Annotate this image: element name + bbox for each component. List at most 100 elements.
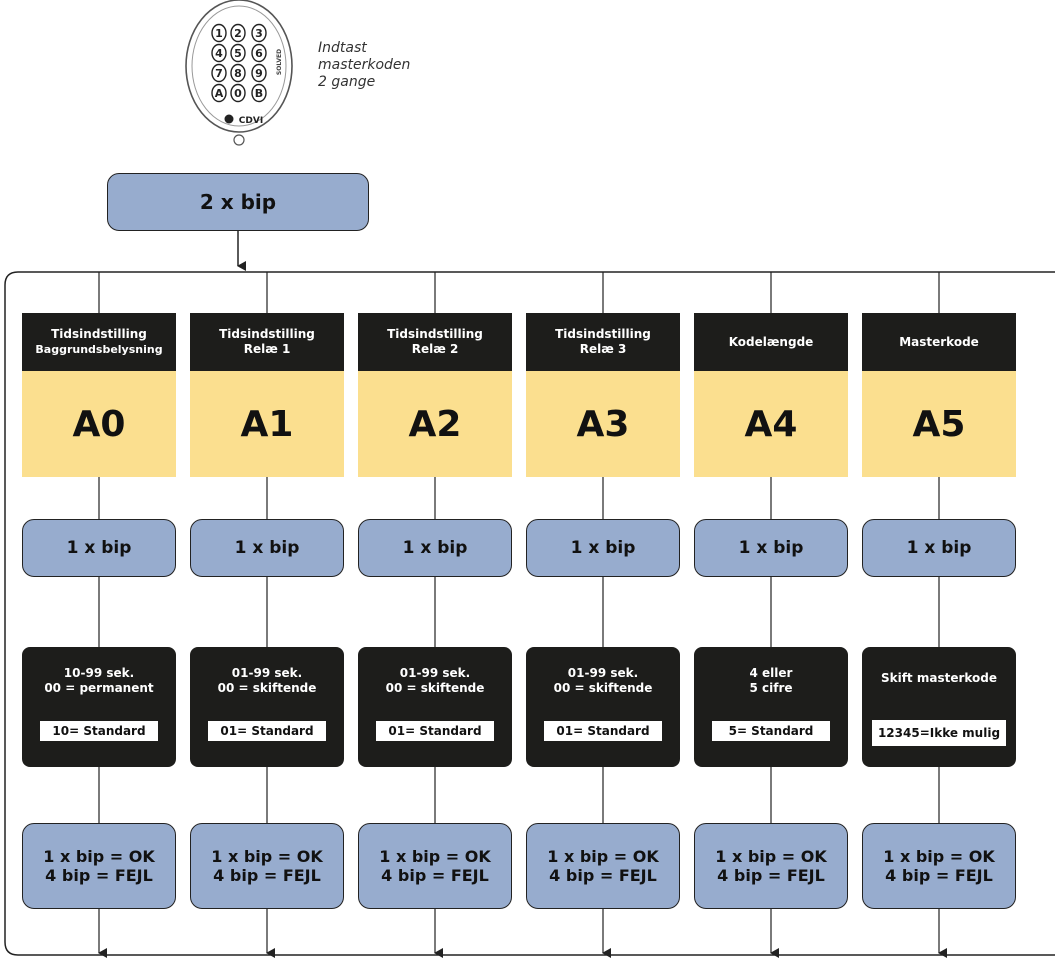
- menu-code: A3: [526, 371, 680, 477]
- default-value-label: 01= Standard: [376, 721, 494, 741]
- keypad-key-label: 1: [215, 27, 223, 40]
- result-line: 4 bip = FEJL: [549, 866, 657, 885]
- result-line: 4 bip = FEJL: [45, 866, 153, 885]
- menu-header-line: Relæ 2: [411, 342, 459, 356]
- start-bip-box: 2 x bip: [107, 173, 369, 231]
- flow-frame: [4, 271, 1055, 956]
- menu-header-line: Relæ 3: [579, 342, 627, 356]
- keypad-key: [251, 83, 267, 103]
- menu-header-line: Tidsindstilling: [387, 327, 483, 341]
- keypad-key: [230, 43, 246, 63]
- result-line: 4 bip = FEJL: [717, 866, 825, 885]
- keypad-key-label: 6: [255, 47, 263, 60]
- default-value-label: 5= Standard: [712, 721, 830, 741]
- confirm-bip-box: 1 x bip: [694, 519, 848, 577]
- option-line: 00 = skiftende: [385, 681, 485, 695]
- result-line: 1 x bip = OK: [547, 847, 659, 866]
- menu-header: Kodelængde: [694, 313, 848, 371]
- keypad-key-label: A: [215, 87, 224, 100]
- result-line: 1 x bip = OK: [43, 847, 155, 866]
- menu-code: A4: [694, 371, 848, 477]
- keypad-key-label: 4: [215, 47, 223, 60]
- keypad-key: [230, 23, 246, 43]
- menu-code: A0: [22, 371, 176, 477]
- keypad-key-label: 2: [234, 27, 242, 40]
- confirm-bip-box: 1 x bip: [526, 519, 680, 577]
- instruction-text: Indtast masterkoden 2 gange: [318, 40, 411, 90]
- menu-header-line: Baggrundsbelysning: [35, 343, 163, 356]
- keypad-key: [211, 43, 227, 63]
- keypad-key-label: 3: [255, 27, 263, 40]
- keypad-side-text: SOLVED: [276, 49, 283, 75]
- keypad-brand: CDVI: [239, 116, 263, 126]
- option-line: 5 cifre: [749, 681, 793, 695]
- confirm-bip-box: 1 x bip: [22, 519, 176, 577]
- keypad-key-label: 8: [234, 67, 242, 80]
- menu-header-line: Tidsindstilling: [219, 327, 315, 341]
- keypad-key: [230, 83, 246, 103]
- menu-code: A5: [862, 371, 1016, 477]
- menu-header-line: Tidsindstilling: [555, 327, 651, 341]
- option-line: 00 = skiftende: [553, 681, 653, 695]
- menu-header-line: Relæ 1: [243, 342, 291, 356]
- keypad-key: [211, 83, 227, 103]
- option-line: 01-99 sek.: [567, 666, 639, 680]
- option-line: 10-99 sek.: [63, 666, 135, 680]
- keypad-key-label: B: [255, 87, 263, 100]
- option-line: 00 = permanent: [44, 681, 154, 695]
- result-line: 4 bip = FEJL: [381, 866, 489, 885]
- keypad-key: [251, 23, 267, 43]
- option-line: 01-99 sek.: [231, 666, 303, 680]
- option-line: 01-99 sek.: [399, 666, 471, 680]
- keypad-key: [211, 63, 227, 83]
- result-line: 4 bip = FEJL: [885, 866, 993, 885]
- keypad-key: [211, 23, 227, 43]
- confirm-bip-box: 1 x bip: [358, 519, 512, 577]
- menu-code: A1: [190, 371, 344, 477]
- default-value-label: 01= Standard: [208, 721, 326, 741]
- keypad-key-label: 7: [215, 67, 223, 80]
- result-line: 1 x bip = OK: [211, 847, 323, 866]
- keypad-key-label: 0: [234, 87, 242, 100]
- option-line: 4 eller: [749, 666, 793, 680]
- menu-header-line: Tidsindstilling: [51, 327, 147, 341]
- keypad-key: [251, 43, 267, 63]
- option-line: Skift masterkode: [880, 671, 998, 685]
- options-box: Skift masterkode 12345=Ikke mulig: [862, 647, 1016, 767]
- keypad-key-label: 9: [255, 67, 263, 80]
- keypad-key: [251, 63, 267, 83]
- keypad-key: [230, 63, 246, 83]
- menu-header-line: Masterkode: [899, 334, 979, 349]
- menu-header-line: Kodelængde: [728, 334, 814, 349]
- menu-header: Masterkode: [862, 313, 1016, 371]
- options-box: 01-99 sek.00 = skiftende 01= Standard: [358, 647, 512, 767]
- confirm-bip-box: 1 x bip: [862, 519, 1016, 577]
- confirm-bip-box: 1 x bip: [190, 519, 344, 577]
- default-value-label: 12345=Ikke mulig: [872, 720, 1006, 746]
- result-line: 1 x bip = OK: [715, 847, 827, 866]
- menu-code: A2: [358, 371, 512, 477]
- result-line: 1 x bip = OK: [379, 847, 491, 866]
- keypad-key-label: 5: [234, 47, 242, 60]
